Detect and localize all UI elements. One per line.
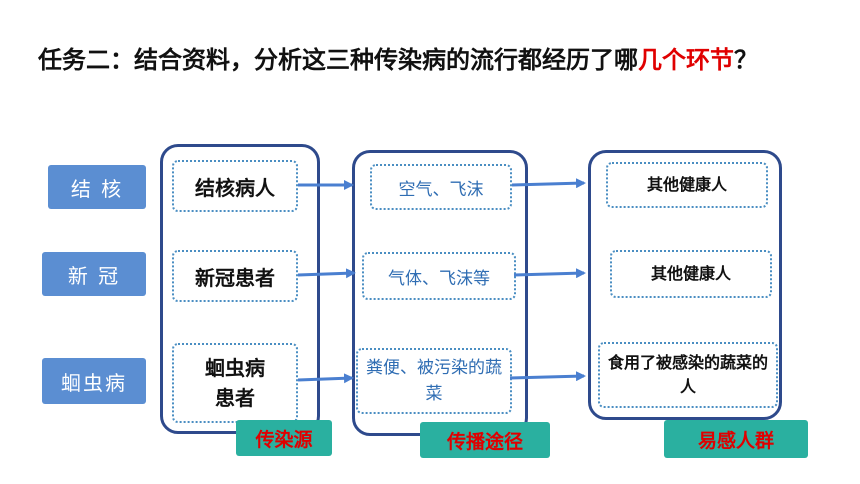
- route-item-ascariasis: 粪便、被污染的蔬菜: [356, 348, 512, 414]
- row-label-covid: 新 冠: [42, 252, 146, 296]
- arrow-route-host-2: [513, 268, 586, 279]
- host-item-ascariasis: 食用了被感染的蔬菜的人: [598, 342, 778, 408]
- route-item-ascariasis-text: 粪便、被污染的蔬菜: [366, 358, 502, 404]
- host-item-ascariasis-text: 食用了被感染的蔬菜的人: [608, 353, 769, 396]
- arrow-route-host-1: [511, 178, 586, 189]
- source-item-covid: 新冠患者: [172, 250, 298, 302]
- arrow-source-route-3: [297, 373, 354, 384]
- source-item-ascariasis: 蛔虫病患者: [172, 343, 298, 423]
- route-item-covid: 气体、飞沫等: [362, 252, 516, 300]
- arrow-route-host-3: [509, 371, 586, 382]
- source-item-tuberculosis: 结核病人: [172, 160, 298, 212]
- title-highlight: 几个环节: [638, 46, 734, 74]
- title-text: 任务二：结合资料，分析这三种传染病的流行都经历了哪: [38, 46, 638, 74]
- source-item-ascariasis-text: 蛔虫病患者: [205, 356, 265, 410]
- row-label-ascariasis: 蛔虫病: [42, 358, 146, 404]
- host-item-covid: 其他健康人: [610, 250, 772, 298]
- tag-infection-source: 传染源: [236, 420, 332, 456]
- route-item-tuberculosis: 空气、飞沫: [370, 164, 512, 210]
- arrow-source-route-2: [297, 268, 356, 279]
- tag-transmission-route: 传播途径: [420, 422, 550, 458]
- tag-susceptible-population: 易感人群: [664, 420, 808, 458]
- row-label-tuberculosis: 结 核: [48, 165, 146, 209]
- task-title: 任务二：结合资料，分析这三种传染病的流行都经历了哪几个环节？: [38, 38, 818, 82]
- title-suffix: ？: [734, 46, 758, 74]
- host-item-tuberculosis: 其他健康人: [606, 162, 768, 208]
